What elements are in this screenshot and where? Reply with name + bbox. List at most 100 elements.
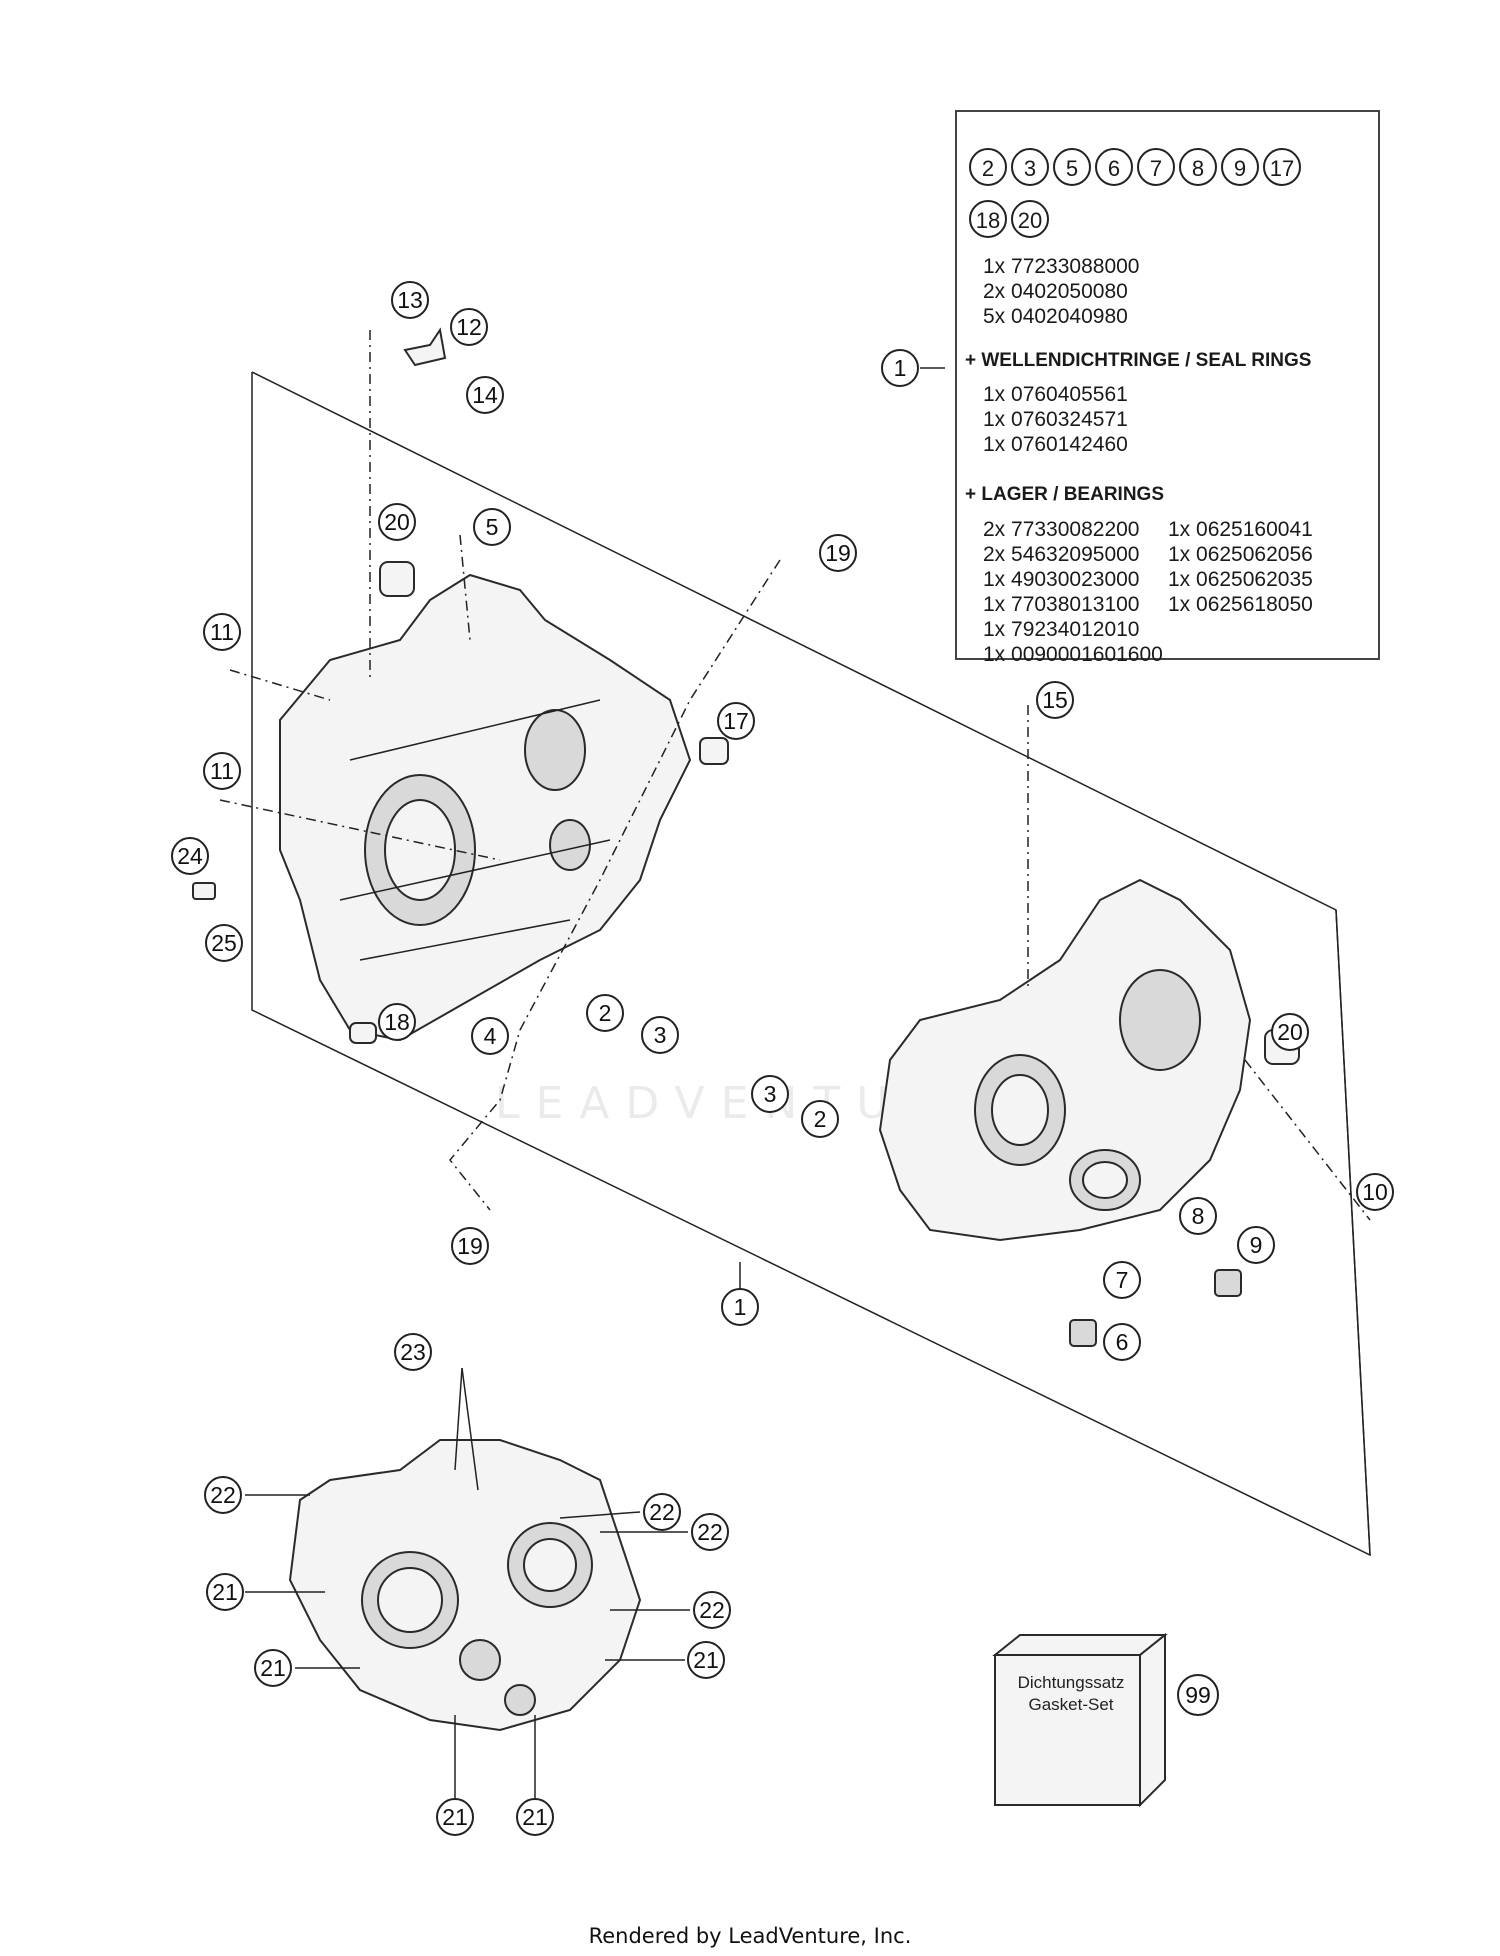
svg-text:10: 10 (1362, 1179, 1388, 1205)
svg-text:12: 12 (456, 314, 482, 340)
bushing-17 (699, 737, 729, 765)
callout-13: 13 (391, 281, 429, 319)
callout-5: 5 (473, 508, 511, 546)
callout-99: 99 (1177, 1674, 1219, 1716)
kit-callout-17: 17 (1263, 148, 1301, 186)
callout-1: 1 (721, 1288, 759, 1326)
callout-21c: 21 (687, 1641, 725, 1679)
svg-text:19: 19 (457, 1233, 483, 1259)
svg-text:25: 25 (211, 930, 237, 956)
callout-23: 23 (394, 1333, 432, 1371)
leader-23b (461, 1367, 479, 1491)
svg-text:11: 11 (210, 619, 234, 645)
callout-7: 7 (1103, 1261, 1141, 1299)
callout-20b: 20 (1271, 1013, 1309, 1051)
svg-text:11: 11 (210, 758, 234, 784)
callout-10: 10 (1356, 1173, 1394, 1211)
bearing-row: 1x 79234012010 (983, 617, 1313, 642)
callout-18: 18 (378, 1003, 416, 1041)
bearing-part-right: 1x 0625062035 (1168, 568, 1313, 591)
bearing-part-right: 1x 0625160041 (1168, 518, 1313, 541)
svg-text:9: 9 (1250, 1232, 1263, 1258)
callout-2b: 2 (801, 1100, 839, 1138)
kit-callout-18: 18 (969, 200, 1007, 238)
plug-9 (1214, 1269, 1242, 1297)
footer-credit: Rendered by LeadVenture, Inc. (588, 1924, 912, 1948)
callout-22c: 22 (691, 1513, 729, 1551)
callout-21b: 21 (254, 1649, 292, 1687)
kit-callout-6: 6 (1095, 148, 1133, 186)
bushing-18 (349, 1022, 377, 1044)
svg-text:24: 24 (177, 843, 203, 869)
svg-text:22: 22 (649, 1499, 675, 1525)
callout-8: 8 (1179, 1197, 1217, 1235)
bearing-part-left: 2x 54632095000 (983, 543, 1140, 566)
svg-text:7: 7 (1116, 1267, 1129, 1293)
kit-callout-2: 2 (969, 148, 1007, 186)
svg-text:21: 21 (693, 1647, 719, 1673)
guide-11b (219, 799, 501, 861)
callout-22d: 22 (693, 1591, 731, 1629)
svg-text:21: 21 (260, 1655, 286, 1681)
callout-21d: 21 (436, 1798, 474, 1836)
guide-10 (1244, 1059, 1371, 1221)
part-number-line: 2x 0402050080 (983, 280, 1128, 303)
seal-rings-heading: + WELLENDICHTRINGE / SEAL RINGS (965, 350, 1312, 371)
callout-17: 17 (717, 702, 755, 740)
bearings-heading: + LAGER / BEARINGS (965, 484, 1164, 505)
svg-text:18: 18 (384, 1009, 410, 1035)
svg-text:20: 20 (384, 509, 410, 535)
guide-19a (449, 559, 781, 1211)
svg-text:1: 1 (894, 355, 907, 381)
bearing-part-left: 2x 77330082200 (983, 518, 1140, 541)
sensor-12 (403, 327, 447, 367)
kit-callout-8: 8 (1179, 148, 1217, 186)
svg-text:8: 8 (1192, 1203, 1205, 1229)
callout-2a: 2 (586, 994, 624, 1032)
callout-11a: 11 (203, 613, 241, 651)
svg-text:2: 2 (814, 1106, 827, 1132)
callout-20a: 20 (378, 503, 416, 541)
callout-9: 9 (1237, 1226, 1275, 1264)
part-number-line: 1x 0760405561 (983, 383, 1128, 406)
svg-text:20: 20 (1277, 1019, 1303, 1045)
part-number-line: 1x 0760324571 (983, 408, 1128, 431)
callout-15: 15 (1036, 681, 1074, 719)
svg-text:1: 1 (734, 1294, 747, 1320)
svg-text:22: 22 (699, 1597, 725, 1623)
svg-text:22: 22 (210, 1482, 236, 1508)
callout-19a: 19 (819, 534, 857, 572)
callout-12: 12 (450, 308, 488, 346)
callout-19b: 19 (451, 1227, 489, 1265)
callout-22a: 22 (204, 1476, 242, 1514)
svg-text:17: 17 (723, 708, 749, 734)
part-number-line: 1x 77233088000 (983, 255, 1140, 278)
guide-5 (459, 534, 471, 641)
svg-text:23: 23 (400, 1339, 426, 1365)
svg-text:21: 21 (212, 1579, 238, 1605)
kit-callout-5: 5 (1053, 148, 1091, 186)
callout-21a: 21 (206, 1573, 244, 1611)
right-crankcase-half (878, 878, 1252, 1242)
callout-3a: 3 (641, 1016, 679, 1054)
callout-21e: 21 (516, 1798, 554, 1836)
callout-25: 25 (205, 924, 243, 962)
svg-text:19: 19 (825, 540, 851, 566)
callout-22b: 22 (643, 1493, 681, 1531)
callout-3b: 3 (751, 1075, 789, 1113)
svg-text:15: 15 (1042, 687, 1068, 713)
bushing-20-left (379, 561, 415, 597)
screw-24 (192, 882, 216, 900)
part-number-line: 1x 0760142460 (983, 433, 1128, 456)
leader-22b (559, 1511, 641, 1519)
kit-callout-20: 20 (1011, 200, 1049, 238)
svg-text:3: 3 (654, 1022, 667, 1048)
svg-text:2: 2 (599, 1000, 612, 1026)
gasket-set-label: Dichtungssatz Gasket-Set (996, 1672, 1146, 1716)
leader-frame-1 (1335, 909, 1371, 1556)
callout-14: 14 (466, 376, 504, 414)
